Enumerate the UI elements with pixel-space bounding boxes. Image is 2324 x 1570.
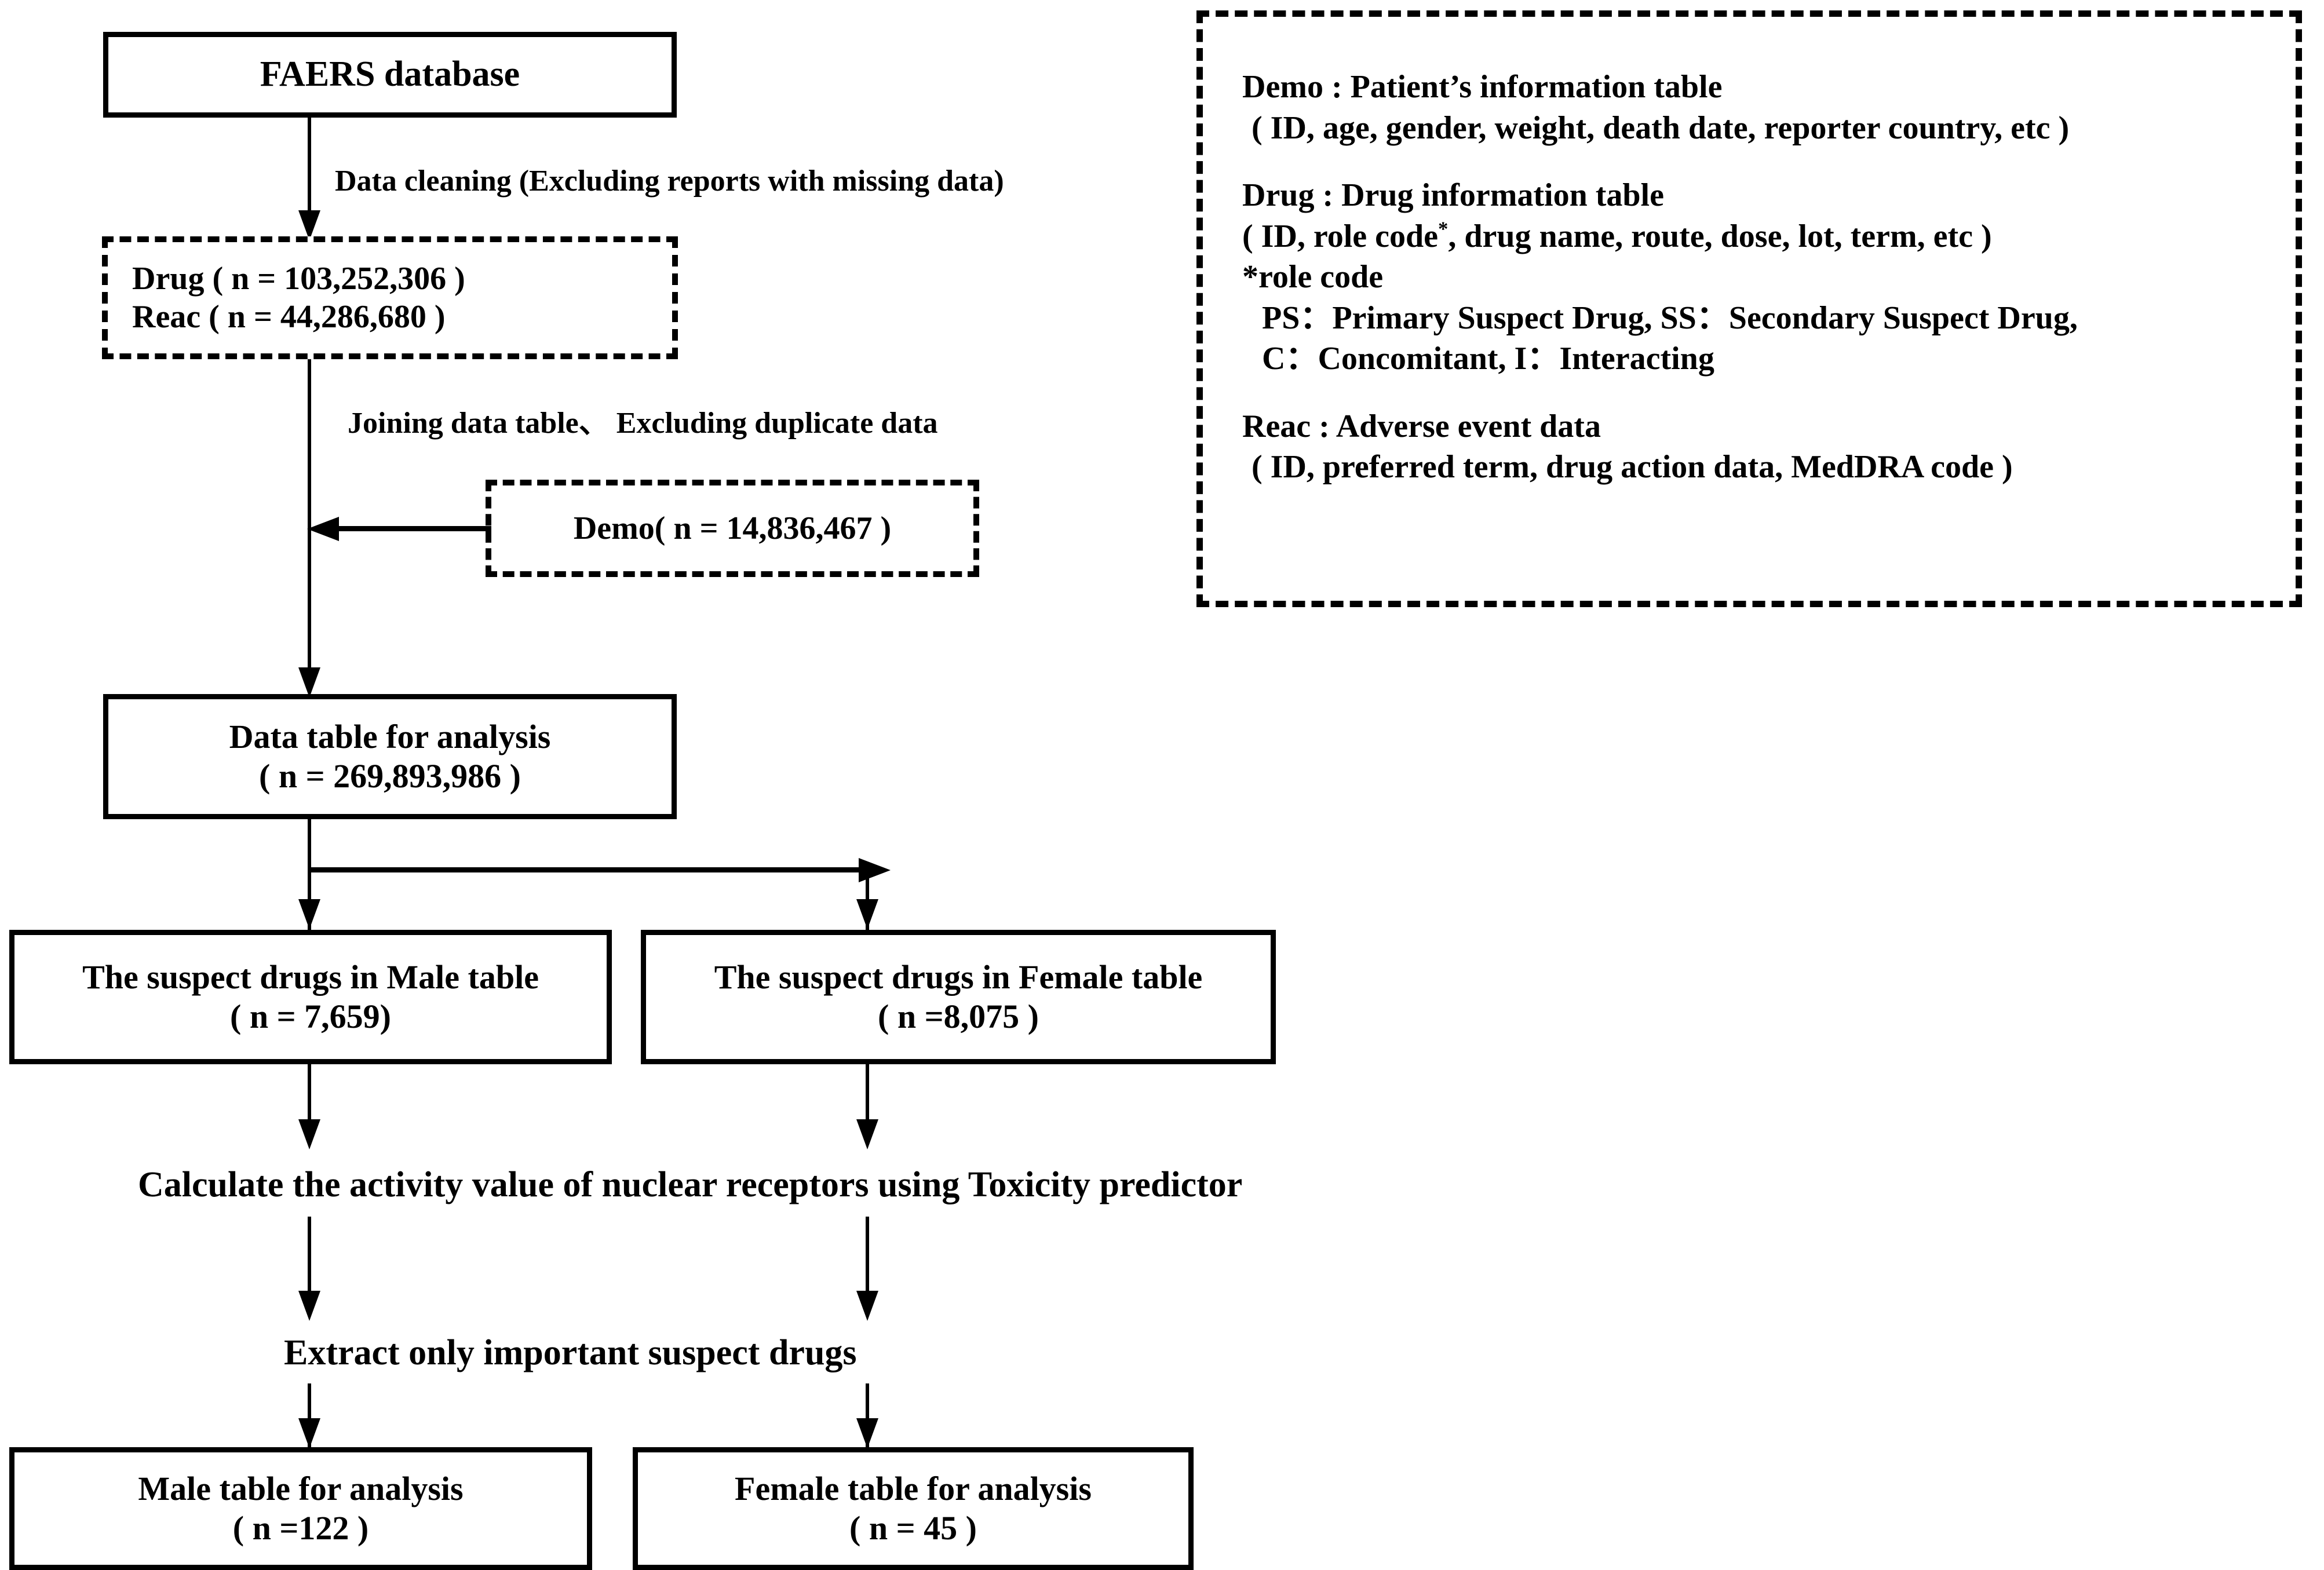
arrowhead-datatable-to-female <box>856 899 878 929</box>
arrowhead-faers-to-drugreac <box>298 210 320 240</box>
connector-female-suspect-to-calculate <box>866 1064 869 1141</box>
arrowhead-datatable-branch-right <box>859 858 891 882</box>
legend-panel: Demo : Patient’s information table ( ID,… <box>1196 10 2302 607</box>
connector-calculate-to-extract-male <box>308 1217 311 1312</box>
connector-datatable-branch-horizontal <box>308 867 861 872</box>
label-extract-important-suspect-drugs: Extract only important suspect drugs <box>284 1333 857 1372</box>
node-drug-reac-counts: Drug ( n = 103,252,306 ) Reac ( n = 44,2… <box>102 236 678 359</box>
male-final-title: Male table for analysis <box>138 1469 464 1507</box>
connector-extract-to-male-final <box>308 1383 311 1448</box>
legend-demo-title: Demo : Patient’s information table <box>1242 69 1723 105</box>
legend-role-code-line-1: PS：Primary Suspect Drug, SS：Secondary Su… <box>1262 300 2078 336</box>
legend-drug-title: Drug : Drug information table <box>1242 177 1664 214</box>
connector-drugreac-to-datatable <box>308 359 311 672</box>
data-table-title: Data table for analysis <box>229 717 551 755</box>
connector-extract-to-female-final <box>866 1383 869 1448</box>
legend-drug-fields-pre: ( ID, role code <box>1242 218 1438 254</box>
legend-role-code-line-2: C：Concomitant, I：Interacting <box>1262 341 1714 377</box>
connector-calculate-to-extract-female <box>866 1217 869 1312</box>
legend-drug-fields-post: , drug name, route, dose, lot, term, etc… <box>1448 218 1992 254</box>
connector-demo-to-mainline <box>324 526 491 531</box>
demo-count-label: Demo( n = 14,836,467 ) <box>573 510 892 546</box>
legend-spacer-1 <box>1242 148 2261 175</box>
legend-drug-fields: ( ID, role code*, drug name, route, dose… <box>1242 216 2261 257</box>
female-final-count: ( n = 45 ) <box>849 1509 977 1547</box>
connector-datatable-down <box>308 819 311 933</box>
label-data-cleaning: Data cleaning (Excluding reports with mi… <box>335 165 1004 198</box>
arrowhead-female-suspect-to-calculate <box>856 1119 878 1149</box>
female-suspect-title: The suspect drugs in Female table <box>714 958 1203 996</box>
arrowhead-drugreac-to-datatable <box>298 667 320 698</box>
arrowhead-male-suspect-to-calculate <box>298 1119 320 1149</box>
data-table-count: ( n = 269,893,986 ) <box>259 757 521 795</box>
node-demo-count: Demo( n = 14,836,467 ) <box>486 480 979 577</box>
node-faers-database: FAERS database <box>103 32 677 118</box>
node-female-table-for-analysis: Female table for analysis ( n = 45 ) <box>633 1447 1194 1570</box>
drug-count-label: Drug ( n = 103,252,306 ) <box>132 260 465 297</box>
arrowhead-demo-to-mainline <box>307 517 339 541</box>
male-suspect-count: ( n = 7,659) <box>230 998 391 1035</box>
arrowhead-calculate-to-extract-male <box>298 1291 320 1321</box>
arrowhead-datatable-to-male <box>298 899 320 929</box>
legend-role-code-header: *role code <box>1242 259 1384 295</box>
node-female-suspect-drugs: The suspect drugs in Female table ( n =8… <box>641 930 1276 1064</box>
label-joining-data-table: Joining data table、 Excluding duplicate … <box>348 407 938 440</box>
node-data-table-for-analysis: Data table for analysis ( n = 269,893,98… <box>103 694 677 819</box>
male-final-count: ( n =122 ) <box>232 1509 369 1547</box>
reac-count-label: Reac ( n = 44,286,680 ) <box>132 299 446 335</box>
male-suspect-title: The suspect drugs in Male table <box>82 958 539 996</box>
female-final-title: Female table for analysis <box>735 1469 1092 1507</box>
arrowhead-extract-to-male-final <box>298 1418 320 1448</box>
legend-reac-fields: ( ID, preferred term, drug action data, … <box>1252 449 2013 485</box>
connector-faers-to-drugreac <box>308 118 311 215</box>
legend-drug-fields-star: * <box>1438 217 1449 240</box>
legend-reac-title: Reac : Adverse event data <box>1242 408 1601 444</box>
legend-demo-fields: ( ID, age, gender, weight, death date, r… <box>1252 109 2070 146</box>
faers-database-label: FAERS database <box>260 54 520 94</box>
node-male-table-for-analysis: Male table for analysis ( n =122 ) <box>9 1447 592 1570</box>
connector-male-suspect-to-calculate <box>308 1064 311 1141</box>
female-suspect-count: ( n =8,075 ) <box>878 998 1039 1035</box>
label-calculate-activity-value: Calculate the activity value of nuclear … <box>138 1165 1243 1204</box>
node-male-suspect-drugs: The suspect drugs in Male table ( n = 7,… <box>9 930 612 1064</box>
legend-spacer-2 <box>1242 379 2261 406</box>
arrowhead-extract-to-female-final <box>856 1418 878 1448</box>
arrowhead-calculate-to-extract-female <box>856 1291 878 1321</box>
